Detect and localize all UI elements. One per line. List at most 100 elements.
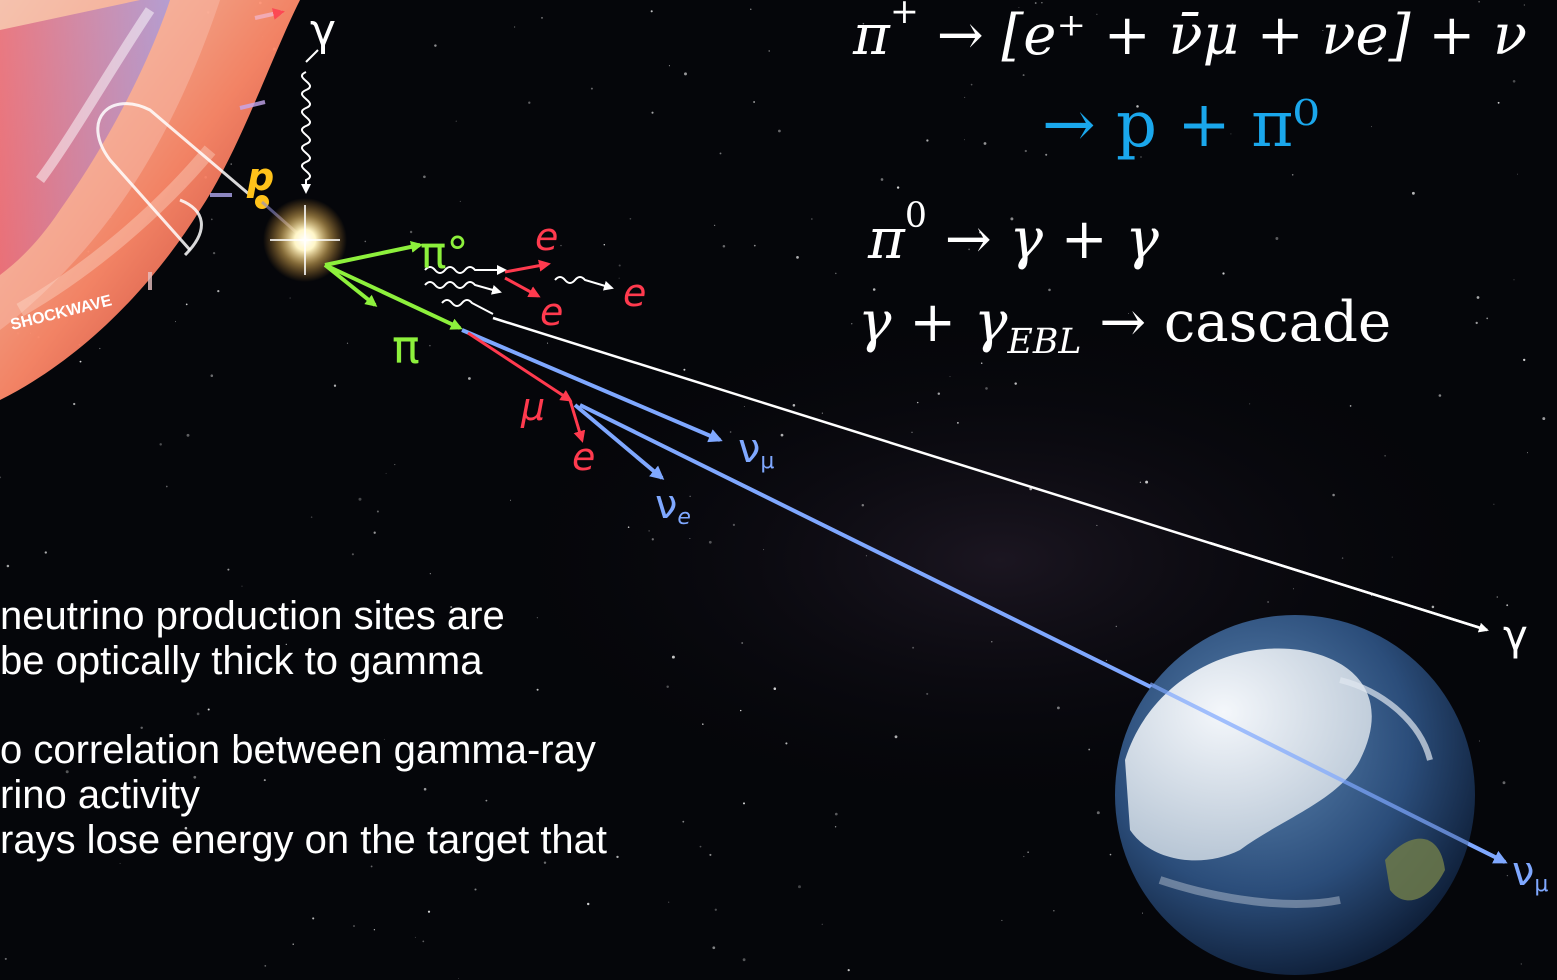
star bbox=[468, 377, 471, 380]
label-pi-charged: π bbox=[392, 320, 420, 374]
star bbox=[429, 573, 431, 575]
star bbox=[1109, 853, 1112, 856]
label-nu-e: νe bbox=[655, 482, 691, 530]
star bbox=[1056, 706, 1060, 710]
eq3-pi: π bbox=[868, 207, 905, 273]
eq1-pi: π bbox=[853, 3, 890, 69]
star bbox=[1018, 7, 1020, 9]
star bbox=[119, 863, 121, 864]
star bbox=[983, 142, 987, 145]
star bbox=[427, 910, 431, 913]
star bbox=[1476, 296, 1480, 299]
star bbox=[834, 826, 837, 828]
star bbox=[729, 431, 732, 433]
label-proton: p bbox=[246, 155, 274, 199]
nu-mu-path-through-earth bbox=[1149, 682, 1506, 864]
star bbox=[1341, 557, 1344, 559]
star bbox=[894, 735, 898, 739]
star bbox=[741, 642, 744, 644]
star bbox=[227, 568, 230, 571]
label-nu-mu: νμ bbox=[738, 426, 774, 474]
star bbox=[370, 865, 373, 868]
star bbox=[1378, 45, 1382, 48]
label-gamma-earth: γ bbox=[1503, 611, 1528, 660]
star bbox=[742, 802, 746, 805]
label-nu-mu-symbol: ν bbox=[738, 426, 760, 472]
star bbox=[861, 503, 865, 507]
equation-pion-charged-decay: π+ → [e⁺ + ν̄μ + νe] + ν bbox=[853, 0, 1527, 68]
star bbox=[1024, 149, 1027, 153]
star bbox=[1267, 601, 1270, 603]
text-line-6: rays lose energy on the target that bbox=[0, 818, 608, 862]
star bbox=[1001, 919, 1003, 921]
star bbox=[419, 749, 423, 753]
star bbox=[285, 643, 287, 646]
star bbox=[1139, 481, 1142, 483]
star bbox=[212, 251, 216, 255]
star bbox=[73, 402, 76, 406]
star bbox=[1249, 403, 1251, 405]
star bbox=[1105, 659, 1107, 661]
star bbox=[682, 820, 685, 823]
star bbox=[140, 726, 143, 730]
star bbox=[616, 855, 619, 859]
star bbox=[184, 826, 188, 830]
star bbox=[618, 277, 620, 279]
label-nu-mu-earth: νμ bbox=[1512, 849, 1548, 897]
star bbox=[1431, 605, 1435, 609]
star bbox=[1523, 4, 1525, 6]
eq4-sub: EBL bbox=[1007, 322, 1082, 363]
star bbox=[450, 606, 453, 608]
star bbox=[1010, 217, 1014, 221]
eq3-rest: → γ + γ bbox=[944, 207, 1159, 273]
star bbox=[543, 861, 547, 864]
star bbox=[186, 433, 190, 437]
star bbox=[742, 958, 746, 962]
star bbox=[980, 362, 983, 364]
star bbox=[798, 885, 801, 889]
star bbox=[880, 178, 884, 181]
star bbox=[702, 723, 704, 725]
star bbox=[991, 641, 993, 643]
star bbox=[1222, 272, 1225, 275]
star bbox=[1231, 23, 1234, 26]
label-electron-3: e bbox=[623, 271, 646, 315]
star bbox=[1382, 336, 1384, 339]
label-nu-mu-sub: μ bbox=[760, 449, 774, 474]
star bbox=[193, 775, 197, 779]
star bbox=[1496, 596, 1499, 598]
star bbox=[1516, 173, 1519, 175]
star bbox=[6, 564, 10, 568]
star bbox=[872, 288, 876, 291]
star bbox=[1096, 811, 1100, 815]
star bbox=[1096, 13, 1098, 15]
star bbox=[458, 978, 459, 980]
star bbox=[1523, 358, 1526, 362]
incoming-gamma-wave bbox=[301, 71, 311, 194]
star bbox=[629, 217, 632, 220]
star bbox=[926, 692, 929, 695]
star bbox=[985, 387, 988, 390]
star bbox=[79, 360, 82, 363]
star bbox=[1022, 74, 1025, 77]
star bbox=[627, 526, 630, 528]
star bbox=[210, 374, 214, 377]
label-muon: μ bbox=[520, 385, 545, 429]
star bbox=[1493, 503, 1495, 505]
star bbox=[648, 530, 650, 532]
star bbox=[1391, 556, 1393, 558]
label-nu-mu-earth-sub: μ bbox=[1534, 872, 1548, 897]
star bbox=[651, 111, 654, 114]
star bbox=[1115, 625, 1117, 628]
eq1-plus: + bbox=[889, 0, 919, 32]
star bbox=[1088, 748, 1091, 751]
star bbox=[689, 495, 691, 497]
star bbox=[353, 925, 355, 927]
star bbox=[618, 264, 621, 267]
star bbox=[264, 753, 268, 756]
nu-e-arrow bbox=[573, 403, 665, 480]
star bbox=[1142, 912, 1143, 914]
star bbox=[536, 617, 538, 619]
star bbox=[937, 392, 941, 395]
star bbox=[714, 908, 717, 911]
